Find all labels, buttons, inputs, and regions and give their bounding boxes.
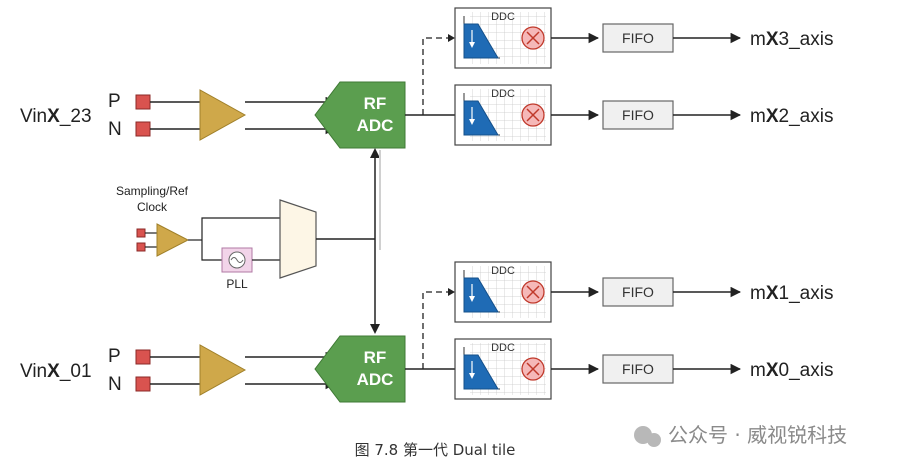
pin-n-square <box>135 376 151 392</box>
clock-pin-square <box>136 228 146 238</box>
output-label: mX0_axis <box>750 360 833 381</box>
output-label: mX3_axis <box>750 29 833 50</box>
mixer-cross <box>526 31 540 45</box>
pin-n-square <box>135 121 151 137</box>
filter-arrowhead <box>469 119 475 125</box>
arrowhead <box>370 324 380 334</box>
output-label: mX1_axis <box>750 283 833 304</box>
pin-n-label: N <box>108 374 122 395</box>
input-vinx-23-label: VinX_23 <box>20 106 92 127</box>
input-vinx-01: VinX_01 P N <box>20 344 337 396</box>
figure-caption: 图 7.8 第一代 Dual tile <box>355 441 516 459</box>
pll-label: PLL <box>226 277 248 291</box>
pin-p-label: P <box>108 346 121 367</box>
rf-adc-bottom-line2: ADC <box>357 370 394 389</box>
arrowhead <box>448 288 455 296</box>
chain-row: DDC FIFO mX2_axis <box>454 84 833 146</box>
rf-adc-top-line2: ADC <box>357 116 394 135</box>
watermark: 公众号 · 威视锐科技 <box>634 423 847 447</box>
fifo-label: FIFO <box>622 361 654 377</box>
fifo-label: FIFO <box>622 107 654 123</box>
output-label: mX2_axis <box>750 106 833 127</box>
rf-adc-top: RF ADC <box>314 81 406 149</box>
rf-adc-bottom-line1: RF <box>364 348 387 367</box>
pin-p-square <box>135 94 151 110</box>
wire <box>201 217 280 240</box>
chain-row: DDC FIFO mX1_axis <box>454 261 833 323</box>
input-vinx-23: VinX_23 P N <box>20 89 337 141</box>
sine-wave-icon <box>230 257 244 263</box>
pin-n-label: N <box>108 119 122 140</box>
dashed-branch <box>422 37 448 115</box>
arrowhead <box>370 148 380 158</box>
filter-arrowhead <box>469 373 475 379</box>
pin-p-square <box>135 349 151 365</box>
ddc-label: DDC <box>491 265 515 277</box>
clock-pin-square <box>136 242 146 252</box>
fifo-box <box>602 23 674 53</box>
ddc-label: DDC <box>491 11 515 23</box>
mixer-cross <box>526 108 540 122</box>
filter-arrowhead <box>469 42 475 48</box>
ddc-label: DDC <box>491 342 515 354</box>
rf-adc-top-shape <box>314 81 406 149</box>
dashed-branch <box>422 291 448 369</box>
input-vinx-01-label: VinX_01 <box>20 361 92 382</box>
fifo-box <box>602 277 674 307</box>
chain-row: DDC FIFO mX3_axis <box>454 7 833 69</box>
amplifier-icon <box>199 89 247 141</box>
rf-adc-top-line1: RF <box>364 94 387 113</box>
fifo-box <box>602 100 674 130</box>
wire <box>201 240 222 261</box>
arrowhead <box>448 34 455 42</box>
rf-adc-bottom-shape <box>314 335 406 403</box>
filter-arrowhead <box>469 296 475 302</box>
clock-amplifier-icon <box>156 223 190 257</box>
watermark-text: 公众号 · 威视锐科技 <box>668 423 847 447</box>
amplifier-icon <box>199 344 247 396</box>
clock-mux <box>279 199 317 279</box>
chain-row: DDC FIFO mX0_axis <box>454 338 833 400</box>
mixer-cross <box>526 362 540 376</box>
ddc-label: DDC <box>491 88 515 100</box>
clock-label-line2: Clock <box>137 200 168 214</box>
clock-section: Sampling/Ref Clock PLL <box>116 184 375 291</box>
clock-label-line1: Sampling/Ref <box>116 184 189 198</box>
pin-p-label: P <box>108 91 121 112</box>
fifo-label: FIFO <box>622 284 654 300</box>
fifo-label: FIFO <box>622 30 654 46</box>
rf-adc-bottom: RF ADC <box>314 335 406 403</box>
wechat-icon <box>647 433 661 447</box>
mixer-cross <box>526 285 540 299</box>
